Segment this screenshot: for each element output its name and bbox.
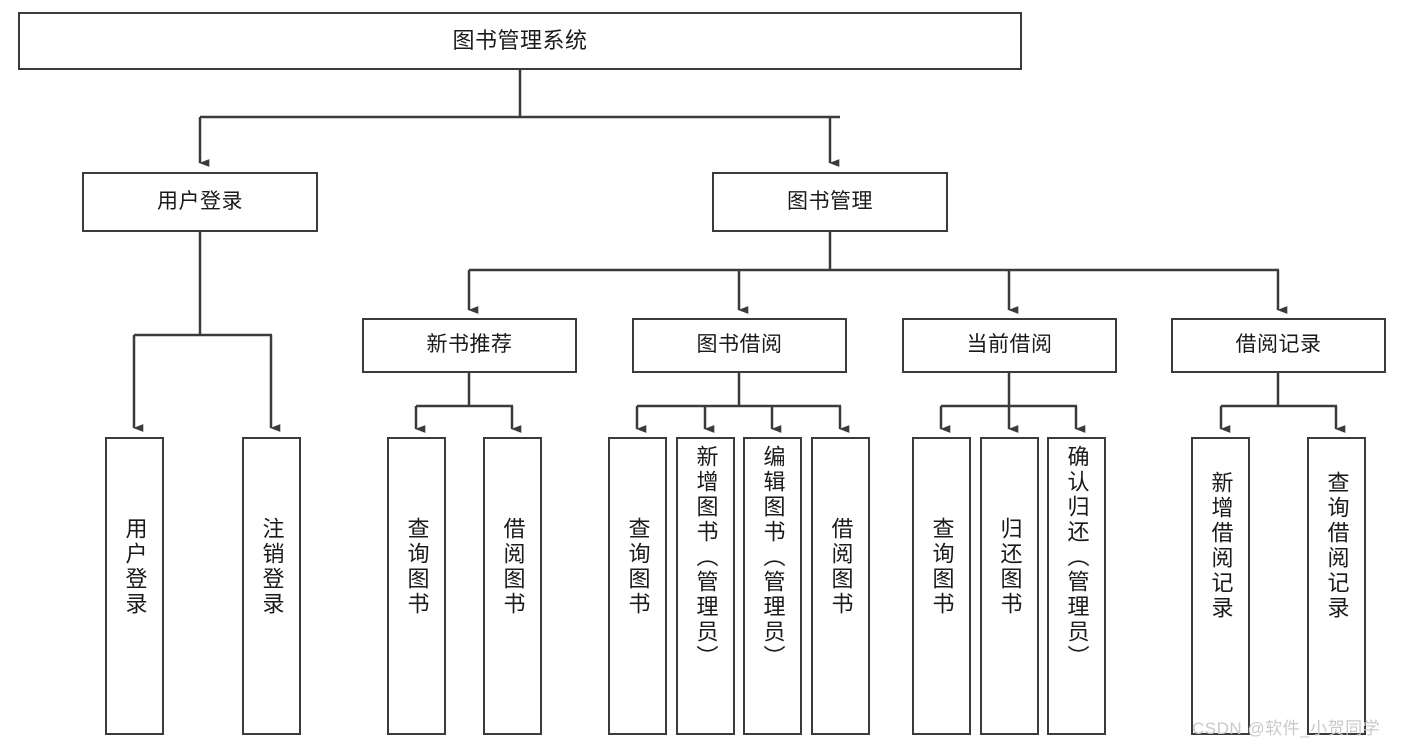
node-book-management[interactable]: 图书管理 (712, 172, 948, 232)
node-label: 新增图书（管理员） (693, 445, 719, 670)
node-label: 图书借阅 (696, 333, 783, 357)
node-label: 图书管理系统 (452, 28, 588, 54)
node-leaf-user-logout[interactable]: 注销登录 (242, 437, 301, 735)
node-book-borrow[interactable]: 图书借阅 (632, 318, 847, 373)
node-label: 借阅记录 (1235, 333, 1322, 357)
node-leaf-user-login[interactable]: 用户登录 (105, 437, 164, 735)
node-leaf-query-book-3[interactable]: 查询图书 (912, 437, 971, 735)
node-label: 查询图书 (625, 517, 651, 617)
node-leaf-add-record[interactable]: 新增借阅记录 (1191, 437, 1250, 735)
node-label: 编辑图书（管理员） (760, 445, 786, 670)
node-new-book-recommend[interactable]: 新书推荐 (362, 318, 577, 373)
node-leaf-add-book[interactable]: 新增图书（管理员） (676, 437, 735, 735)
node-label: 查询图书 (929, 517, 955, 617)
node-label: 查询图书 (404, 517, 430, 617)
node-label: 图书管理 (787, 189, 873, 213)
node-label: 确认归还（管理员） (1064, 445, 1090, 670)
node-label: 新增借阅记录 (1208, 471, 1234, 621)
node-user-login[interactable]: 用户登录 (82, 172, 318, 232)
node-leaf-borrow-book-1[interactable]: 借阅图书 (483, 437, 542, 735)
csdn-watermark: CSDN @软件_小贺同学 (1192, 719, 1381, 738)
node-leaf-return-book[interactable]: 归还图书 (980, 437, 1039, 735)
node-label: 新书推荐 (426, 333, 513, 357)
node-label: 注销登录 (259, 517, 285, 617)
node-leaf-query-book-1[interactable]: 查询图书 (387, 437, 446, 735)
node-label: 借阅图书 (500, 517, 526, 617)
node-leaf-query-record[interactable]: 查询借阅记录 (1307, 437, 1366, 735)
node-leaf-confirm-return[interactable]: 确认归还（管理员） (1047, 437, 1106, 735)
node-label: 归还图书 (997, 517, 1023, 617)
node-leaf-query-book-2[interactable]: 查询图书 (608, 437, 667, 735)
node-root-book-management-system[interactable]: 图书管理系统 (18, 12, 1022, 70)
node-label: 查询借阅记录 (1324, 471, 1350, 621)
node-label: 借阅图书 (828, 517, 854, 617)
node-label: 用户登录 (157, 189, 243, 213)
node-leaf-borrow-book-2[interactable]: 借阅图书 (811, 437, 870, 735)
node-label: 用户登录 (122, 517, 148, 617)
node-borrow-record[interactable]: 借阅记录 (1171, 318, 1386, 373)
node-current-borrow[interactable]: 当前借阅 (902, 318, 1117, 373)
node-leaf-edit-book[interactable]: 编辑图书（管理员） (743, 437, 802, 735)
node-label: 当前借阅 (966, 333, 1053, 357)
